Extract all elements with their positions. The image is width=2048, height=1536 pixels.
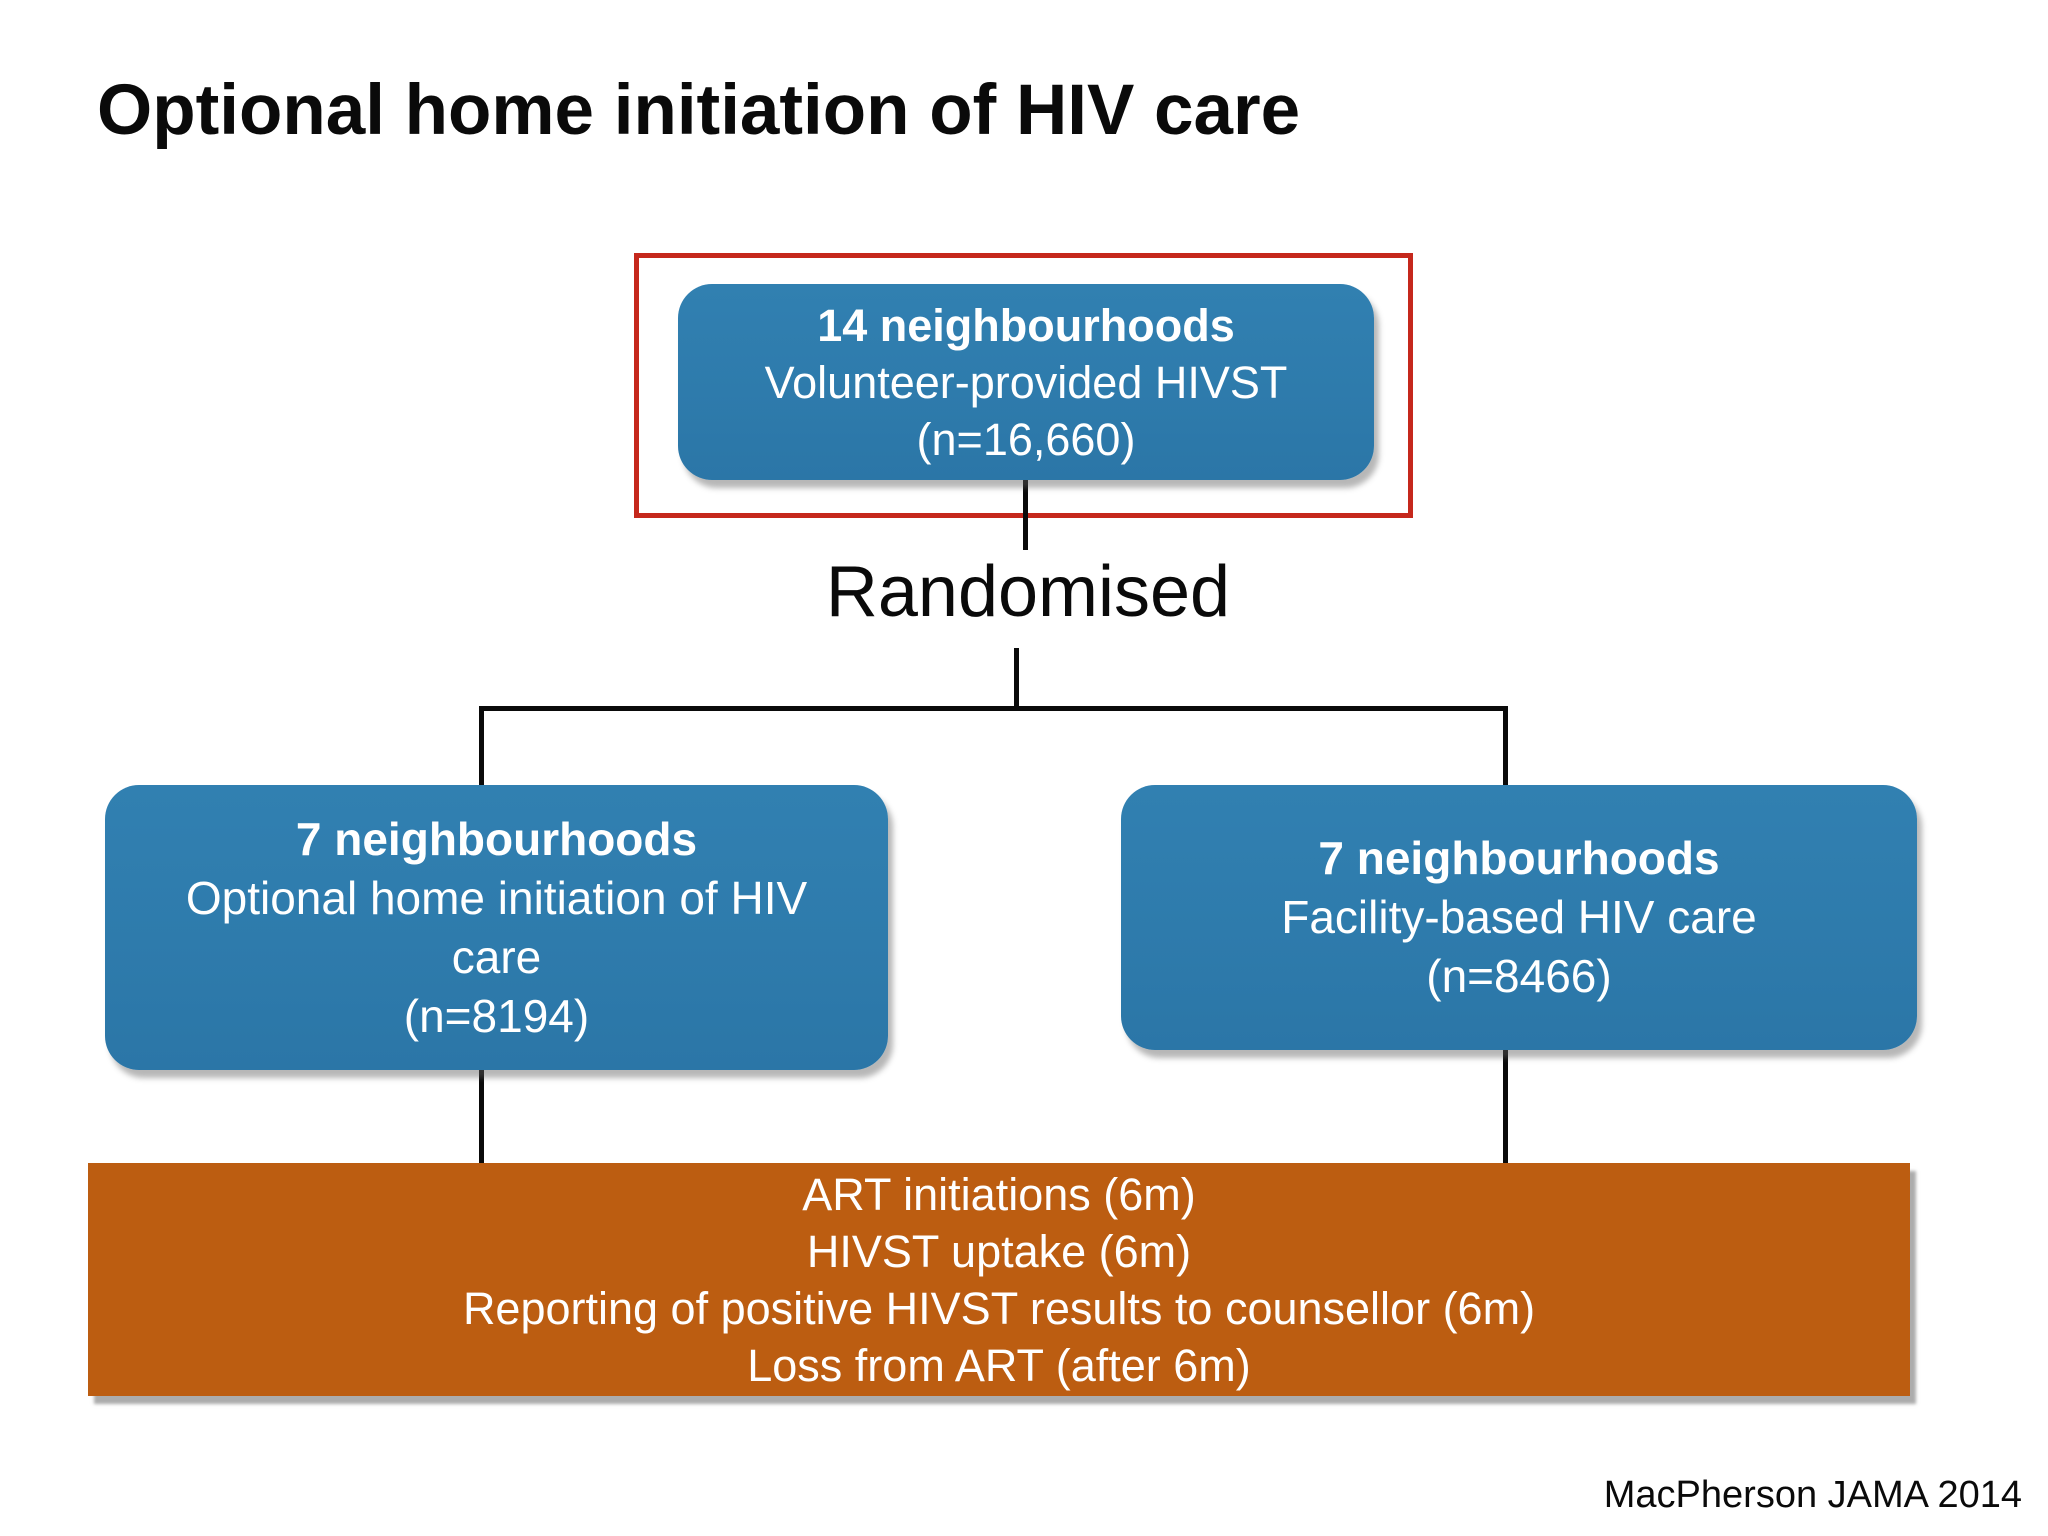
connector-rightbox-to-outcomes [1503, 1048, 1508, 1165]
slide-title: Optional home initiation of HIV care [97, 71, 1301, 150]
connector-branch-horizontal [479, 706, 1508, 711]
enrolled-box-description: Volunteer-provided HIVST [764, 356, 1288, 408]
home-arm-description: Optional home initiation of HIV care [185, 871, 808, 983]
connector-left-branch-drop [479, 706, 484, 787]
home-arm-n: (n=8194) [403, 989, 590, 1042]
outcome-art-initiations: ART initiations (6m) [802, 1168, 1196, 1220]
connector-right-branch-drop [1503, 706, 1508, 787]
outcome-reporting: Reporting of positive HIVST results to c… [462, 1282, 1536, 1334]
connector-leftbox-to-outcomes [479, 1068, 484, 1165]
connector-randomised-stem [1014, 648, 1019, 708]
enrolled-box-count: 14 neighbourhoods [817, 299, 1235, 351]
randomised-label: Randomised [825, 552, 1231, 632]
home-arm-count: 7 neighbourhoods [295, 812, 698, 865]
outcome-loss-from-art: Loss from ART (after 6m) [747, 1339, 1251, 1391]
citation: MacPherson JAMA 2014 [1603, 1474, 2022, 1516]
outcome-hivst-uptake: HIVST uptake (6m) [806, 1225, 1192, 1277]
facility-arm-box: 7 neighbourhoods Facility-based HIV care… [1121, 785, 1917, 1050]
facility-arm-description: Facility-based HIV care [1281, 891, 1757, 943]
enrolled-box: 14 neighbourhoods Volunteer-provided HIV… [678, 284, 1374, 480]
connector-topbox-to-randomised [1023, 478, 1028, 550]
facility-arm-n: (n=8466) [1426, 950, 1612, 1002]
enrolled-box-n: (n=16,660) [916, 413, 1136, 465]
outcomes-box: ART initiations (6m) HIVST uptake (6m) R… [88, 1163, 1910, 1396]
home-initiation-arm-box: 7 neighbourhoods Optional home initiatio… [105, 785, 888, 1070]
facility-arm-count: 7 neighbourhoods [1318, 832, 1720, 884]
